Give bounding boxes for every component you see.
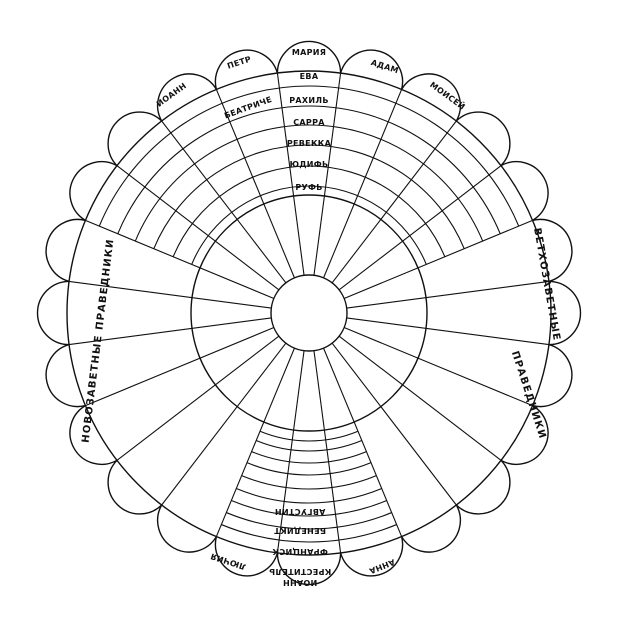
lower-tier-arc: [221, 524, 397, 543]
spoke: [343, 327, 533, 407]
upper-tier-arc: [191, 185, 427, 265]
lower-tier-arc: [231, 500, 387, 517]
lower-tier-arc: [259, 430, 359, 442]
middle-circle: [190, 194, 428, 432]
label-frantsisk: ФРАНЦИСК: [272, 547, 328, 556]
lower-tier-arc: [255, 439, 363, 452]
spoke: [161, 120, 287, 284]
petal: [455, 111, 511, 167]
label-avgustin: АВГУСТИН: [275, 507, 326, 516]
label-eva: ЕВА: [300, 72, 319, 81]
spoke: [116, 335, 280, 461]
petal: [401, 73, 462, 122]
label-ioann-lower: ИОАНН: [283, 578, 318, 587]
upper-tier-arc: [153, 144, 465, 249]
spoke: [161, 342, 287, 506]
petal: [548, 280, 582, 346]
lower-tier-arc: [236, 488, 382, 504]
petal: [45, 343, 86, 408]
petal: [532, 218, 573, 283]
petal: [276, 40, 342, 74]
upper-tier-arc: [172, 165, 446, 257]
petal: [276, 552, 342, 586]
petal: [107, 111, 163, 167]
spoke: [346, 317, 550, 346]
label-revekka: РЕВЕККА: [287, 139, 332, 148]
spoke: [313, 350, 342, 554]
lower-tier-arc: [241, 475, 377, 490]
spoke: [85, 219, 275, 299]
petal: [107, 459, 163, 515]
tier-arcs: [98, 85, 520, 543]
spoke: [85, 327, 275, 407]
spoke: [276, 72, 305, 276]
spokes: [68, 72, 550, 554]
upper-tier-arc: [117, 105, 501, 234]
spoke: [331, 342, 457, 506]
petal: [214, 49, 279, 90]
label-maria: МАРИЯ: [292, 48, 326, 57]
petal: [532, 343, 573, 408]
lower-tier-arc: [226, 512, 392, 530]
upper-tier-arc: [98, 85, 520, 227]
spoke: [343, 219, 533, 299]
lower-tier-arc: [246, 462, 372, 476]
petal: [401, 504, 462, 553]
petal: [339, 536, 404, 577]
petal: [339, 49, 404, 90]
lower-tier-arc: [251, 451, 367, 464]
spoke: [116, 165, 280, 291]
spoke: [323, 347, 403, 537]
upper-tier-arc: [134, 124, 484, 242]
spoke: [215, 89, 295, 279]
spoke: [346, 280, 550, 309]
petal: [69, 405, 118, 466]
petal: [45, 218, 86, 283]
petal: [500, 160, 549, 221]
petal: [214, 536, 279, 577]
label-sarra: САРРА: [293, 118, 325, 127]
spoke: [276, 350, 305, 554]
label-benedikt: БЕНЕДИКТ: [274, 526, 326, 535]
center-circle: [270, 274, 348, 352]
spoke: [68, 317, 272, 346]
label-yudif: ЮДИФЬ: [290, 160, 329, 169]
petals: [36, 40, 582, 586]
label-rakhil: РАХИЛЬ: [289, 96, 328, 105]
label-ruf: РУФЬ: [295, 183, 322, 192]
petal: [36, 280, 70, 346]
petal: [69, 160, 118, 221]
petal: [156, 73, 217, 122]
petal: [500, 405, 549, 466]
label-krestitel: КРЕСТИТЕЛЬ: [269, 567, 332, 576]
spoke: [338, 165, 502, 291]
spoke: [313, 72, 342, 276]
spoke: [338, 335, 502, 461]
spoke: [68, 280, 272, 309]
petal: [156, 504, 217, 553]
spoke: [215, 347, 295, 537]
spoke: [331, 120, 457, 284]
spoke: [323, 89, 403, 279]
petal: [455, 459, 511, 515]
